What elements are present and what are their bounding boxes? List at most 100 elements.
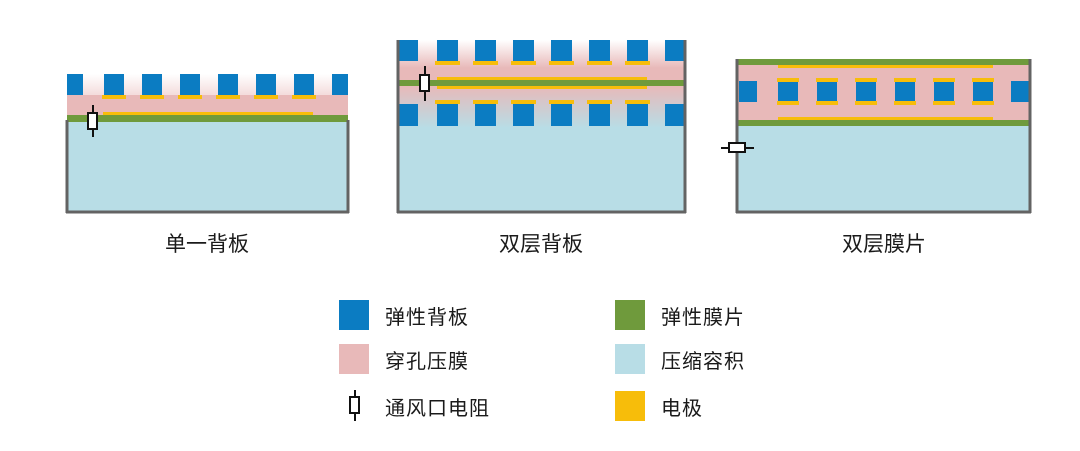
backplate-block <box>856 81 876 102</box>
backplate-block <box>973 81 993 102</box>
backplate-block <box>778 81 798 102</box>
backplate-block <box>551 40 572 61</box>
panel-caption-single-backplate: 单一背板 <box>165 232 249 256</box>
panel-single-backplate <box>65 74 350 214</box>
backplate-block <box>398 40 418 61</box>
backplate-block <box>475 104 496 126</box>
backplate-block <box>294 74 314 95</box>
legend-swatch-perforated-membrane <box>339 344 369 374</box>
electrode-pad <box>777 101 799 105</box>
legend-item-elastic-film: 弹性膜片 <box>615 300 745 330</box>
electrode-pad <box>140 95 164 99</box>
backplate-block <box>895 81 915 102</box>
elastic-film <box>67 115 348 122</box>
electrode-pad <box>216 95 240 99</box>
compression-volume <box>67 120 348 212</box>
backplate-block <box>665 40 685 61</box>
legend-swatch-compression-volume <box>615 344 645 374</box>
electrode-pad <box>625 61 650 65</box>
electrode <box>103 112 313 115</box>
backplate-block <box>513 104 534 126</box>
electrode-pad <box>254 95 278 99</box>
elastic-backplate-row <box>739 78 1029 105</box>
electrode-pad <box>972 101 994 105</box>
electrode-pad <box>435 61 460 65</box>
electrode-pad <box>292 95 316 99</box>
panel-caption-dual-membrane: 双层膜片 <box>842 232 926 256</box>
vent-resistor-icon <box>419 66 430 101</box>
electrode-pad <box>435 100 460 104</box>
electrode-pad <box>511 61 536 65</box>
backplate-block <box>332 74 348 95</box>
legend-item-vent-resistor: 通风口电阻 <box>339 391 490 421</box>
backplate-block <box>398 104 418 126</box>
electrode-pad <box>549 61 574 65</box>
backplate-block <box>739 81 757 102</box>
elastic-backplate-row <box>398 40 685 65</box>
backplate-block <box>665 104 685 126</box>
backplate-block <box>475 40 496 61</box>
electrode <box>778 117 993 120</box>
panel-caption-dual-backplate: 双层背板 <box>499 232 583 256</box>
backplate-block <box>437 104 458 126</box>
electrode-pad <box>549 100 574 104</box>
elastic-film <box>398 80 685 86</box>
electrode-pad <box>894 78 916 82</box>
legend-item-perforated-membrane: 穿孔压膜 <box>339 344 469 374</box>
electrode-pad <box>933 78 955 82</box>
electrode-pad <box>894 101 916 105</box>
elastic-backplate-row <box>67 74 348 99</box>
backplate-block <box>1011 81 1029 102</box>
legend-swatch-vent-resistor <box>339 391 369 421</box>
legend-label: 弹性背板 <box>385 304 469 329</box>
electrode-pad <box>777 78 799 82</box>
electrode-pad <box>102 95 126 99</box>
electrode-pad <box>625 100 650 104</box>
legend-swatch-elastic-film <box>615 300 645 330</box>
legend-label: 弹性膜片 <box>661 304 745 329</box>
electrode-pad <box>816 101 838 105</box>
backplate-block <box>934 81 954 102</box>
panel-dual-backplate <box>396 40 687 214</box>
electrode-pad <box>855 101 877 105</box>
electrode-pad <box>587 100 612 104</box>
backplate-block <box>589 104 610 126</box>
electrode-pad <box>511 100 536 104</box>
electrode-pad <box>473 100 498 104</box>
legend-item-elastic-backplate: 弹性背板 <box>339 300 469 330</box>
backplate-block <box>180 74 200 95</box>
elastic-film <box>737 59 1030 65</box>
electrode <box>437 77 647 80</box>
legend-label: 通风口电阻 <box>385 395 490 420</box>
backplate-block <box>437 40 458 61</box>
electrode <box>437 86 647 89</box>
electrode-pad <box>972 78 994 82</box>
legend-swatch-electrode <box>615 391 645 421</box>
backplate-block <box>627 40 648 61</box>
backplate-block <box>256 74 276 95</box>
legend-label: 穿孔压膜 <box>385 348 469 373</box>
electrode-pad <box>473 61 498 65</box>
electrode-pad <box>178 95 202 99</box>
electrode <box>778 65 993 68</box>
legend-label: 压缩容积 <box>661 348 745 373</box>
electrode-pad <box>816 78 838 82</box>
electrode-pad <box>587 61 612 65</box>
legend-vent-resistor-icon <box>349 390 360 421</box>
legend-label: 电极 <box>661 395 703 420</box>
backplate-block <box>513 40 534 61</box>
backplate-block <box>551 104 572 126</box>
backplate-block <box>104 74 124 95</box>
panel-dual-membrane <box>721 59 1032 214</box>
backplate-block <box>67 74 83 95</box>
vent-resistor-icon <box>87 105 98 137</box>
backplate-block <box>627 104 648 126</box>
compression-volume <box>737 126 1030 212</box>
legend-item-compression-volume: 压缩容积 <box>615 344 745 374</box>
electrode-pad <box>933 101 955 105</box>
legend-item-electrode: 电极 <box>615 391 703 421</box>
backplate-block <box>218 74 238 95</box>
vent-resistor-icon <box>721 142 754 153</box>
elastic-backplate-row <box>398 100 685 126</box>
elastic-film <box>737 120 1030 126</box>
